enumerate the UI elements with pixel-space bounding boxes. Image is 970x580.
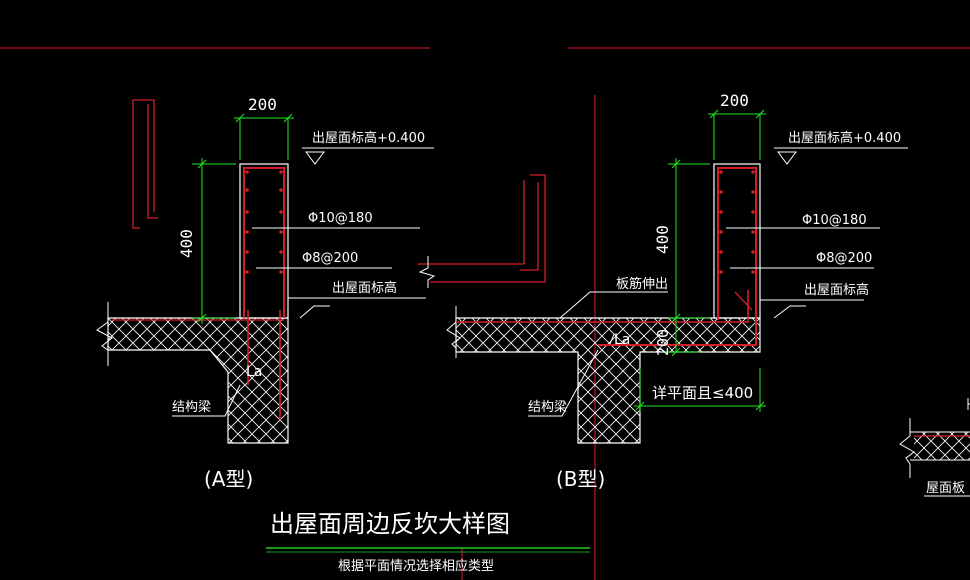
edge-hatch — [914, 432, 970, 460]
rebar-hook-b — [734, 291, 753, 311]
rebar-2-b: Φ8@200 — [816, 251, 872, 266]
slab-beam-concrete-a — [107, 317, 289, 444]
type-label-b: (B型) — [556, 467, 605, 491]
slab-beam-concrete-b — [455, 317, 761, 444]
leaders-a — [172, 147, 434, 417]
rebar-slab-b — [456, 290, 749, 323]
level-roof-a: 出屋面标高 — [332, 280, 397, 296]
dim-slab-b-text: 200 — [654, 329, 672, 356]
drawing-title: 出屋面周边反坎大样图 — [270, 510, 510, 538]
leaders-b — [528, 147, 908, 417]
dim-width-a — [234, 113, 294, 160]
rebar-stirrup-b — [598, 167, 757, 346]
rebar-anchor-a — [247, 310, 281, 420]
dim-width-b — [708, 109, 766, 160]
dim-slab-b — [664, 318, 700, 357]
dim-width-b-text: 200 — [720, 91, 749, 110]
dim-height-a — [192, 158, 236, 324]
dim-height-a-text: 400 — [177, 229, 196, 258]
slab-extend-b: 板筋伸出 — [616, 276, 668, 292]
upstand-b — [713, 163, 761, 319]
bar-sketch-a — [132, 99, 158, 229]
beam-label-a: 结构梁 — [172, 400, 211, 415]
rebar-2-a: Φ8@200 — [302, 251, 358, 266]
rebar-stirrup-a — [243, 167, 285, 318]
break-line-b-top — [418, 256, 436, 288]
edge-break — [899, 418, 915, 478]
dim-width-a-text: 200 — [248, 95, 277, 114]
note-b: 详平面且≤400 — [652, 384, 753, 402]
anchor-b: La — [614, 332, 630, 348]
edge-fragment: 屋面板 — [899, 398, 970, 497]
upstand-a — [239, 163, 289, 319]
type-label-a: (A型) — [204, 467, 253, 491]
bar-sketch-b — [418, 174, 546, 283]
level-top-b: 出屋面标高+0.400 — [788, 130, 901, 146]
level-top-a: 出屋面标高+0.400 — [312, 130, 425, 146]
level-roof-b: 出屋面标高 — [804, 282, 869, 298]
beam-label-b: 结构梁 — [528, 400, 567, 415]
detail-b: 200 400 200 详平面且≤400 — [418, 91, 908, 491]
anchor-a: La — [246, 364, 262, 380]
dim-height-b-text: 400 — [653, 225, 672, 254]
rebar-1-a: Φ10@180 — [308, 211, 373, 226]
dim-height-b — [668, 158, 710, 324]
edge-label: 屋面板 — [926, 481, 965, 496]
rebar-1-b: Φ10@180 — [802, 213, 867, 228]
rebar-dots-b — [719, 170, 755, 274]
frame-lines — [0, 47, 970, 580]
detail-a: 200 400 出屋面标高+0.400 Φ10@180 Φ8@200 出屋面标高… — [96, 95, 434, 491]
title-block: 出屋面周边反坎大样图 根据平面情况选择相应类型 — [266, 510, 590, 574]
rebar-dots-a — [245, 170, 283, 274]
dim-note-b — [634, 368, 766, 412]
drawing-subtitle: 根据平面情况选择相应类型 — [338, 558, 494, 574]
